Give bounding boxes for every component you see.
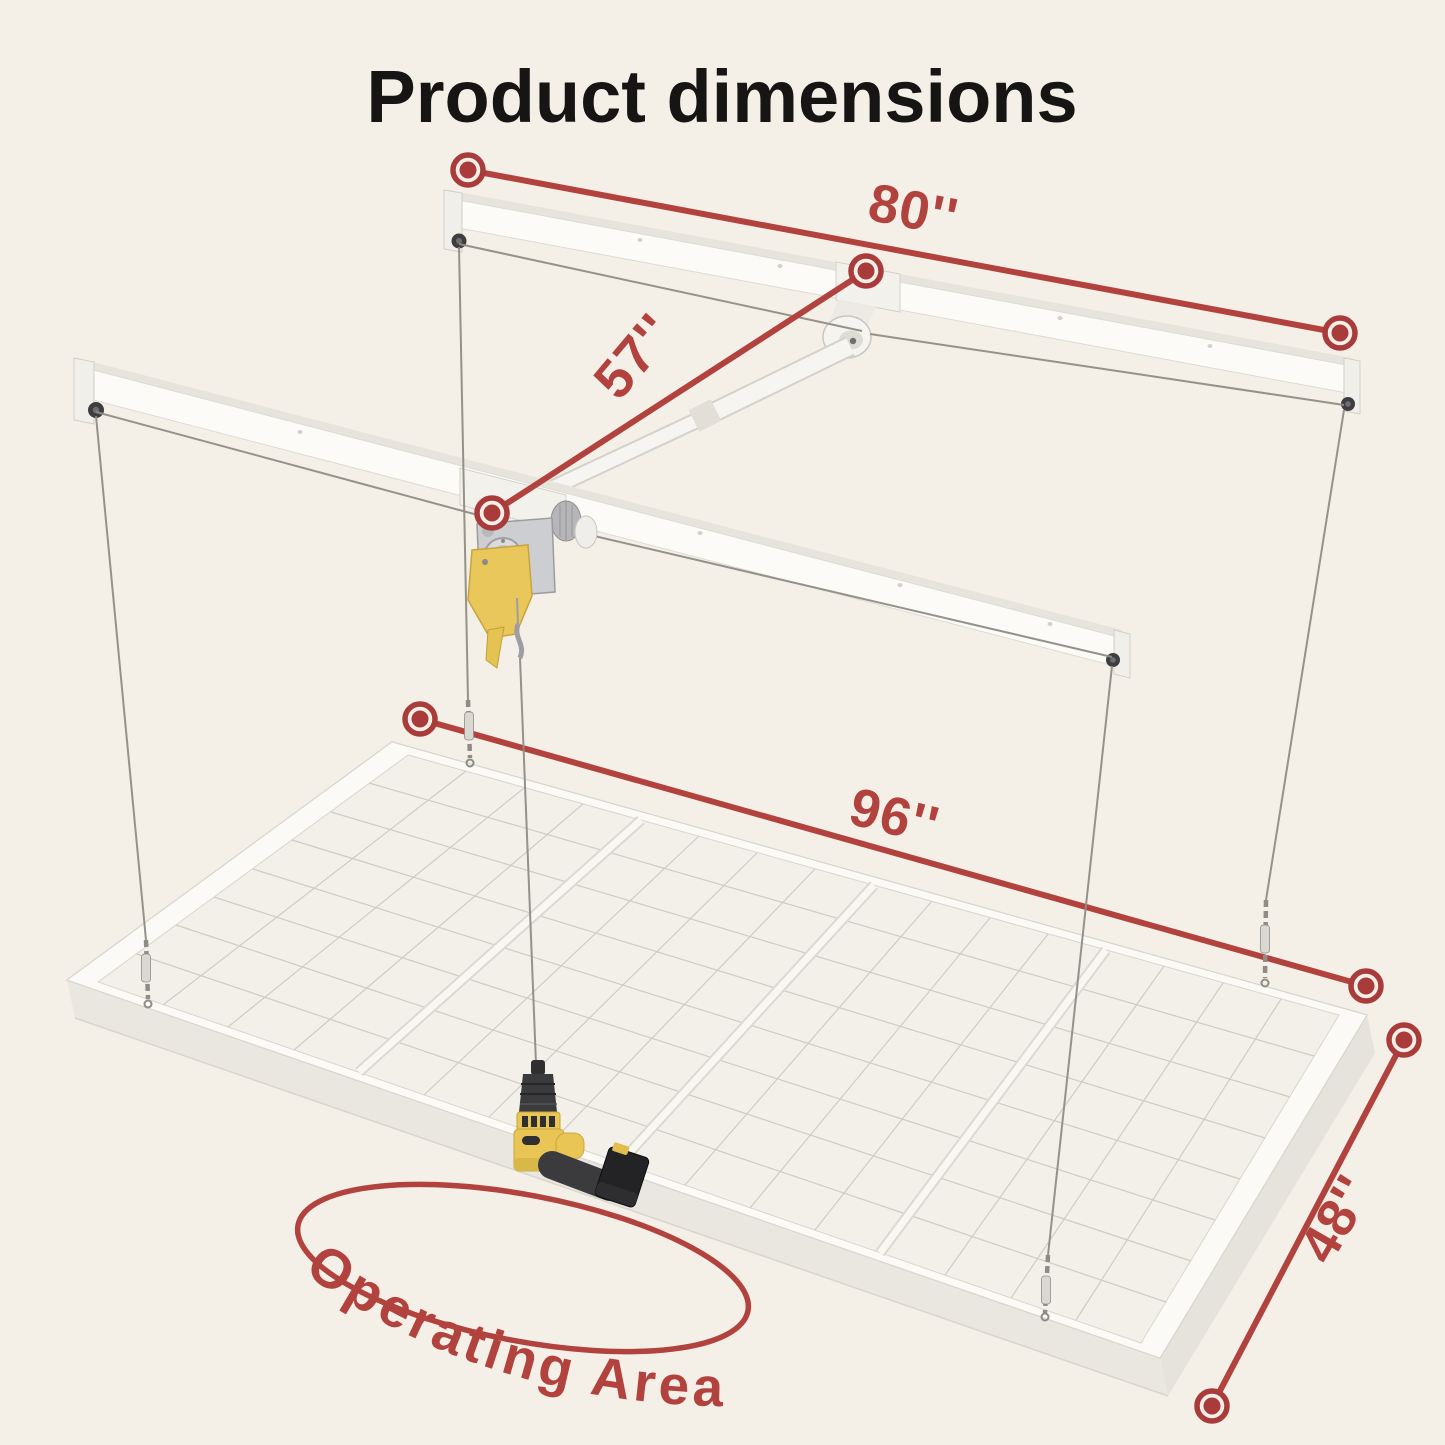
winch-lift-cable — [519, 657, 537, 1065]
dimension-line-57 — [490, 268, 868, 516]
platform-right-face — [1160, 1015, 1375, 1396]
platform-divider-beams — [355, 815, 1111, 1257]
ceiling-rail-assembly — [73, 189, 1361, 679]
drill-bit-holder — [531, 1060, 545, 1075]
beam-joint-collar — [688, 399, 722, 432]
telescoping-cross-beam — [540, 336, 855, 500]
suspension-cables — [95, 246, 1345, 1322]
winch-hook-icon — [514, 623, 525, 659]
dimension-line-80 — [467, 167, 1341, 336]
dimension-line-96 — [419, 716, 1367, 989]
drill-battery — [594, 1142, 650, 1208]
cable-rear-left — [458, 246, 475, 768]
dimension-annotations: 80'' 57'' 96'' 48'' Operating Area — [294, 152, 1422, 1424]
turnbuckle-rear-right — [1260, 924, 1270, 954]
front-rail — [73, 357, 1131, 679]
operating-area-ellipse — [294, 1181, 752, 1355]
turnbuckle-front-left — [141, 953, 151, 983]
winch-handle — [485, 626, 505, 669]
cable-front-right — [1040, 665, 1113, 1322]
dimension-end-markers — [402, 152, 1422, 1424]
platform-frame — [65, 741, 1368, 1359]
power-drill — [513, 1060, 650, 1208]
page-title: Product dimensions — [366, 55, 1077, 138]
turnbuckle-front-right — [1041, 1275, 1051, 1305]
dimension-line-48 — [1209, 1038, 1407, 1408]
winch-roller — [574, 515, 598, 549]
turnbuckle-rear-left — [464, 711, 474, 741]
cable-front-left — [95, 415, 153, 1009]
cable-rear-right — [1260, 409, 1345, 988]
